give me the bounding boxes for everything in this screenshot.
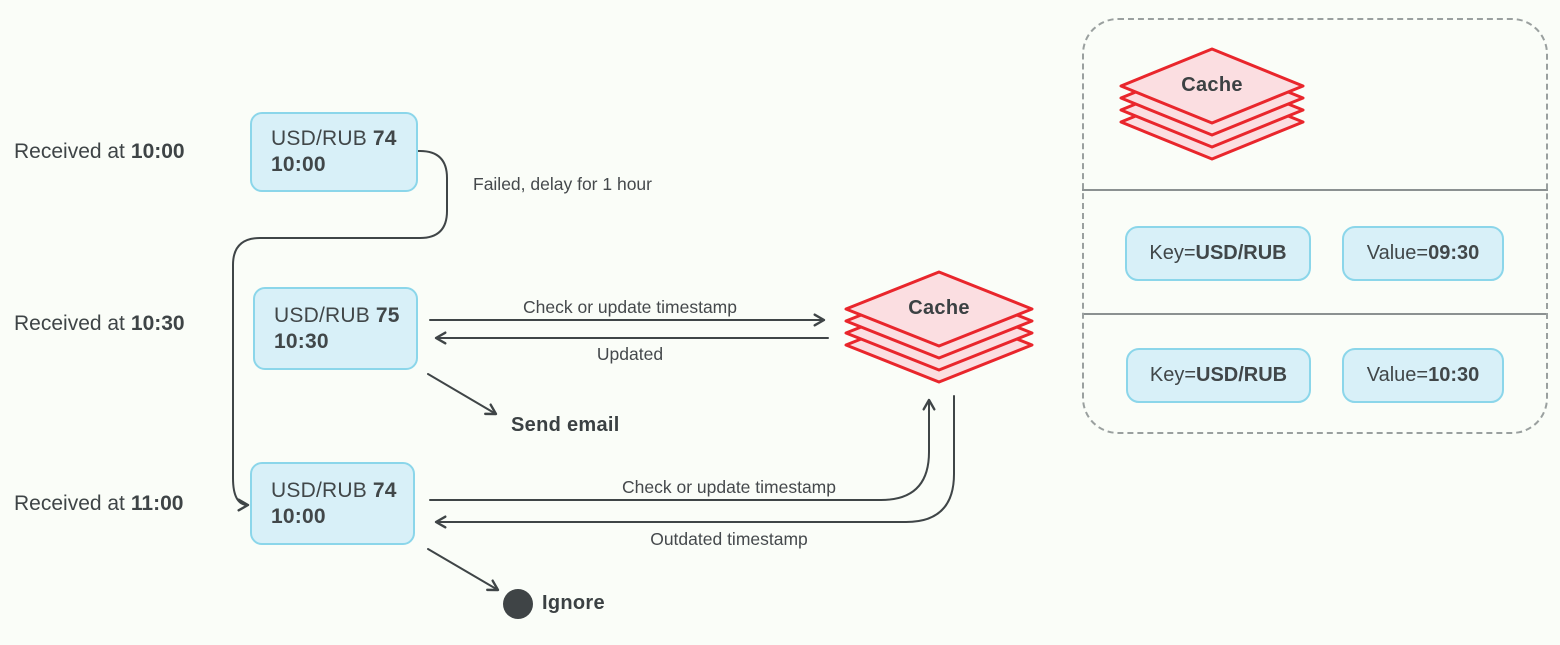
outdated-label: Outdated timestamp — [650, 529, 808, 549]
edge-send-email — [427, 373, 498, 416]
kv-value-2: Value=10:30 — [1342, 348, 1504, 403]
key-value: USD/RUB — [1195, 242, 1287, 264]
received-prefix: Received at — [14, 312, 125, 335]
pair-label: USD/RUB — [271, 478, 367, 502]
ignore-dot-icon — [503, 589, 533, 619]
value-prefix: Value= — [1366, 364, 1429, 386]
pair-label: USD/RUB — [271, 127, 367, 150]
panel-cache-stack-icon — [1119, 47, 1305, 161]
cache-state-panel — [1082, 18, 1548, 434]
edge-check-update-2 — [429, 398, 936, 501]
timestamp-value: 10:00 — [271, 504, 326, 528]
kv-key-1: Key=USD/RUB — [1125, 226, 1311, 281]
rate-value: 74 — [372, 127, 397, 150]
panel-cache-label: Cache — [1181, 74, 1243, 96]
rate-value: 75 — [375, 303, 400, 327]
kv-key-2: Key=USD/RUB — [1126, 348, 1311, 403]
timestamp-value: 10:30 — [274, 329, 329, 353]
failed-delay-label: Failed, delay for 1 hour — [473, 174, 652, 194]
pair-label: USD/RUB — [274, 303, 370, 327]
edge-failed-delay — [232, 150, 448, 512]
received-time: 10:00 — [130, 140, 185, 163]
received-time: 10:30 — [130, 312, 185, 335]
received-prefix: Received at — [14, 492, 125, 515]
received-time: 11:00 — [130, 492, 184, 515]
value-value: 09:30 — [1428, 242, 1480, 264]
key-value: USD/RUB — [1196, 364, 1288, 386]
ignore-label: Ignore — [542, 592, 605, 614]
kv-value-1: Value=09:30 — [1342, 226, 1504, 281]
value-prefix: Value= — [1366, 242, 1429, 264]
check-update-label-2: Check or update timestamp — [622, 477, 836, 497]
updated-label: Updated — [596, 344, 664, 364]
edge-outdated — [434, 395, 955, 529]
rate-value: 74 — [372, 478, 397, 502]
edge-ignore — [427, 548, 500, 592]
cache-stack-icon — [844, 270, 1034, 384]
cache-label: Cache — [908, 297, 970, 319]
received-prefix: Received at — [14, 140, 125, 163]
timestamp-value: 10:00 — [271, 153, 326, 176]
value-value: 10:30 — [1428, 364, 1480, 386]
key-prefix: Key= — [1149, 242, 1196, 264]
send-email-label: Send email — [511, 414, 620, 436]
key-prefix: Key= — [1149, 364, 1197, 386]
check-update-label-1: Check or update timestamp — [523, 297, 737, 317]
